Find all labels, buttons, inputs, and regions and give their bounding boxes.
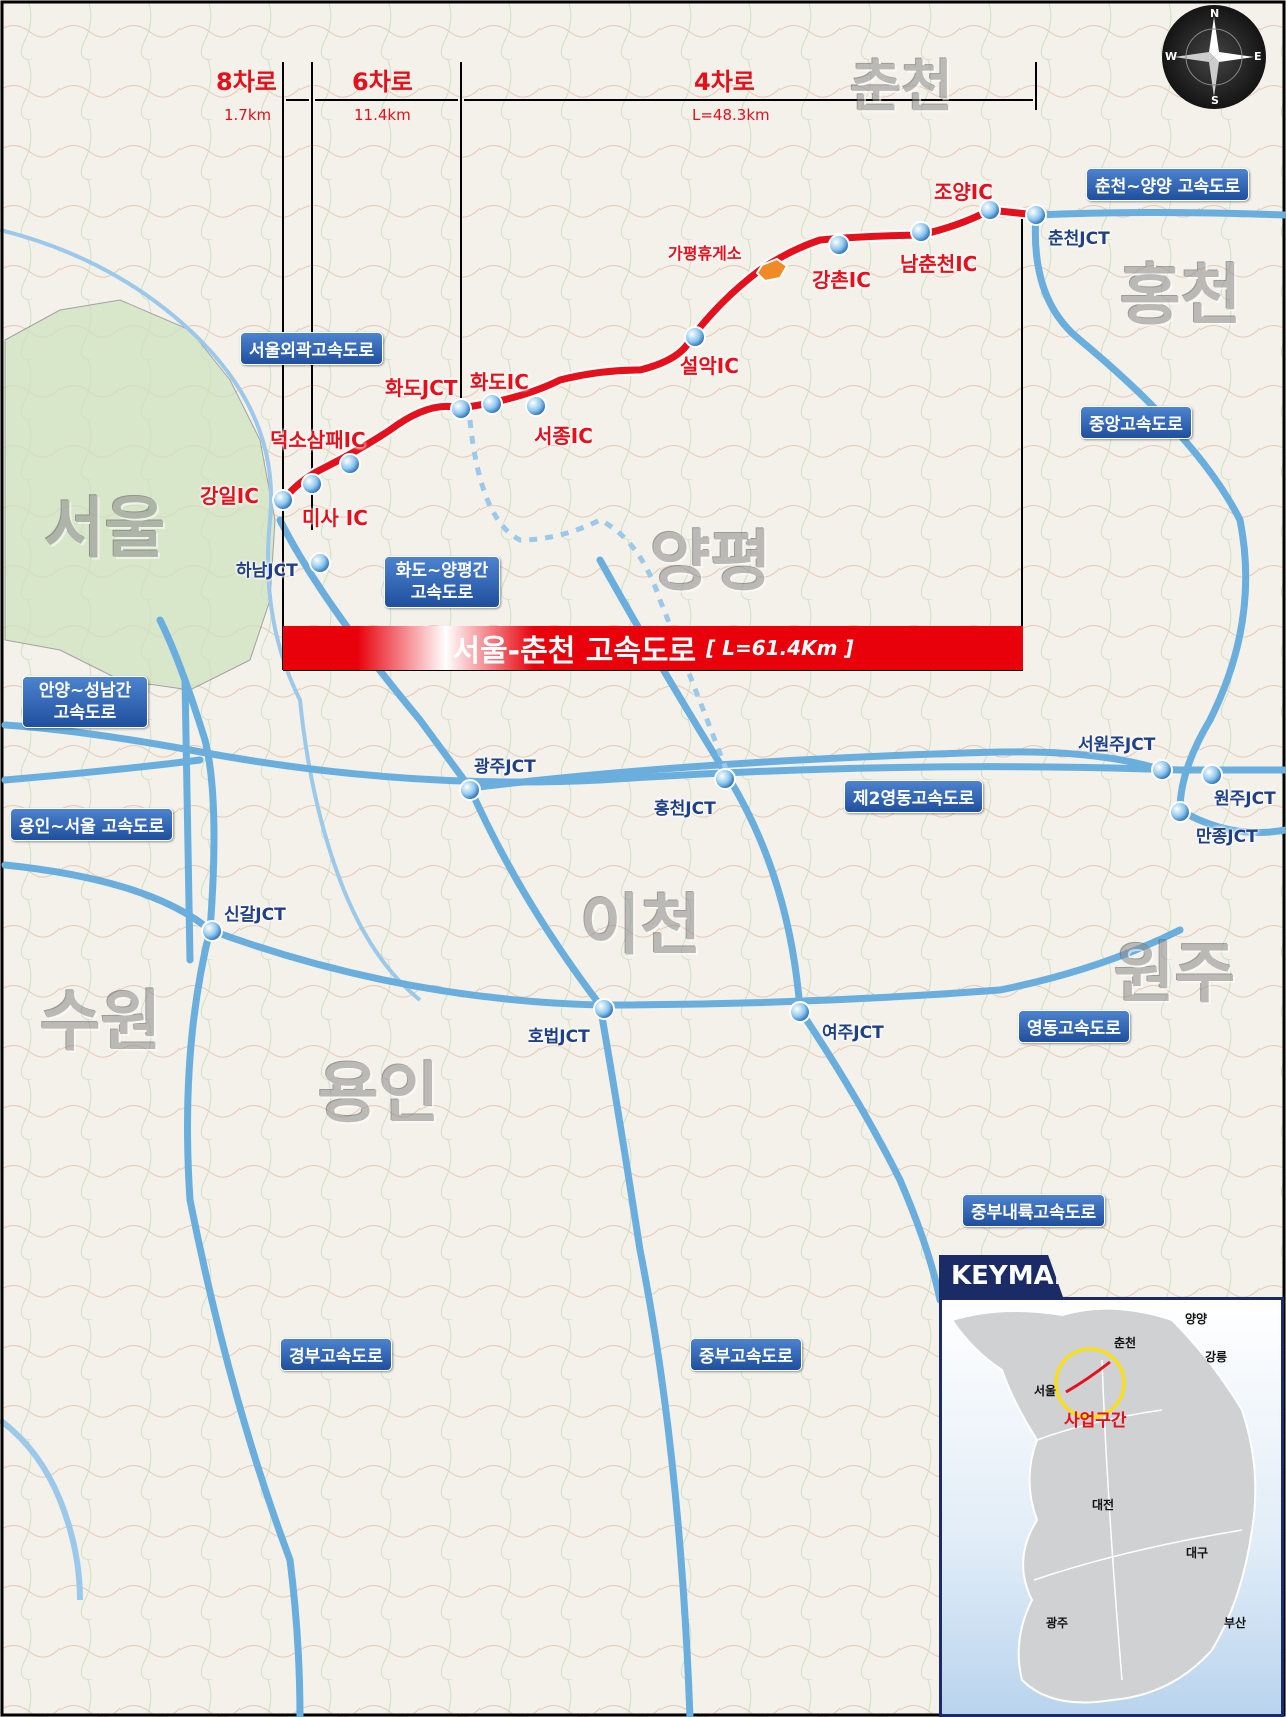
label-misa-ic: 미사 IC: [302, 506, 368, 530]
label-wonju-jct: 원주JCT: [1214, 789, 1276, 809]
tag-seoul-outer: 서울외곽고속도로: [240, 332, 384, 365]
project-title: 서울-춘천 고속도로: [452, 634, 697, 669]
label-gangchon-ic: 강촌IC: [812, 268, 871, 292]
lane-4-dist: L=48.3km: [692, 106, 770, 124]
label-hobeop-jct: 호법JCT: [528, 1027, 590, 1047]
label-hwado-ic: 화도IC: [470, 370, 529, 394]
city-chuncheon: 춘천: [850, 55, 954, 120]
keymap-city-daegu: 대구: [1186, 1546, 1209, 1560]
project-route: [279, 206, 1040, 504]
label-deokso-ic: 덕소삼패IC: [270, 428, 366, 452]
keymap-city-chuncheon: 춘천: [1114, 1336, 1137, 1350]
route-nodes: [201, 199, 1223, 1023]
label-chuncheon-jct: 춘천JCT: [1048, 229, 1110, 249]
keymap-korea-shape: [950, 1307, 1257, 1704]
tag-gyeongbu: 경부고속도로: [280, 1338, 392, 1371]
city-icheon: 이천: [580, 887, 702, 964]
seoul-area: [4, 299, 276, 691]
label-gapyeong-rest: 가평휴게소: [668, 244, 742, 263]
compass-icon: N S E W: [1162, 5, 1266, 109]
tag-chuncheon-yangyang: 춘천~양양 고속도로: [1086, 168, 1250, 201]
tag-jungbu-naeryuk: 중부내륙고속도로: [962, 1194, 1106, 1227]
keymap-city-gangneung: 강릉: [1205, 1350, 1228, 1364]
tag-hwado-yangpyeong: 화도~양평간 고속도로: [384, 556, 500, 608]
tag-jungang: 중앙고속도로: [1080, 406, 1192, 439]
label-hwado-jct: 화도JCT: [385, 376, 458, 400]
label-seowonju-jct: 서원주JCT: [1078, 735, 1156, 755]
label-hanam-jct: 하남JCT: [236, 561, 298, 581]
city-yongin: 용인: [318, 1055, 440, 1132]
tag-second-yeongdong: 제2영동고속도로: [844, 780, 984, 813]
lane-6: 6차로: [352, 68, 413, 96]
label-seojong-ic: 서종IC: [534, 424, 593, 448]
compass-n: N: [1210, 7, 1220, 20]
label-joyang-ic: 조양IC: [934, 180, 993, 204]
label-seorak-ic: 설악IC: [680, 354, 739, 378]
tag-yongin-seoul: 용인~서울 고속도로: [10, 808, 174, 841]
lane-6-dist: 11.4km: [354, 106, 411, 124]
tag-anyang-seongnam: 안양~성남간 고속도로: [22, 676, 148, 728]
label-yeoju-jct: 여주JCT: [822, 1023, 884, 1043]
keymap-city-seoul: 서울: [1034, 1384, 1057, 1398]
city-seoul: 서울: [44, 490, 166, 567]
keymap-heading: KEYMAP: [939, 1255, 1063, 1297]
lane-8: 8차로: [216, 68, 277, 96]
lane-8-dist: 1.7km: [224, 106, 272, 124]
city-yangpyeong: 양평: [650, 523, 772, 600]
keymap-project-label: 사업구간: [1064, 1411, 1127, 1431]
lane-4: 4차로: [694, 68, 755, 96]
keymap: 양양 춘천 강릉 서울 대전 대구 광주 부산 사업구간: [939, 1297, 1284, 1717]
compass-w: W: [1165, 50, 1178, 63]
keymap-city-busan: 부산: [1224, 1616, 1247, 1630]
city-suwon: 수원: [40, 983, 162, 1060]
label-hongcheon-jct: 홍천JCT: [654, 799, 716, 819]
keymap-city-daejeon: 대전: [1092, 1498, 1115, 1512]
compass-s: S: [1211, 94, 1219, 107]
city-wonju: 원주: [1114, 935, 1236, 1012]
label-manjong-jct: 만종JCT: [1196, 827, 1258, 847]
compass-e: E: [1254, 50, 1262, 63]
city-hongcheon: 홍천: [1120, 257, 1242, 334]
label-singal-jct: 신갈JCT: [224, 905, 286, 925]
label-gwangju-jct: 광주JCT: [474, 757, 536, 777]
project-length: [ L=61.4Km ]: [706, 636, 854, 660]
label-gangil-ic: 강일IC: [200, 484, 259, 508]
label-namchuncheon-ic: 남춘천IC: [900, 252, 978, 276]
keymap-city-gwangju: 광주: [1046, 1616, 1069, 1630]
tag-yeongdong: 영동고속도로: [1018, 1010, 1130, 1043]
tag-jungbu: 중부고속도로: [690, 1338, 802, 1371]
project-title-bar: 서울-춘천 고속도로 [ L=61.4Km ]: [283, 626, 1023, 670]
highway-network: [1, 209, 1286, 1717]
keymap-city-yangyang: 양양: [1185, 1312, 1208, 1326]
